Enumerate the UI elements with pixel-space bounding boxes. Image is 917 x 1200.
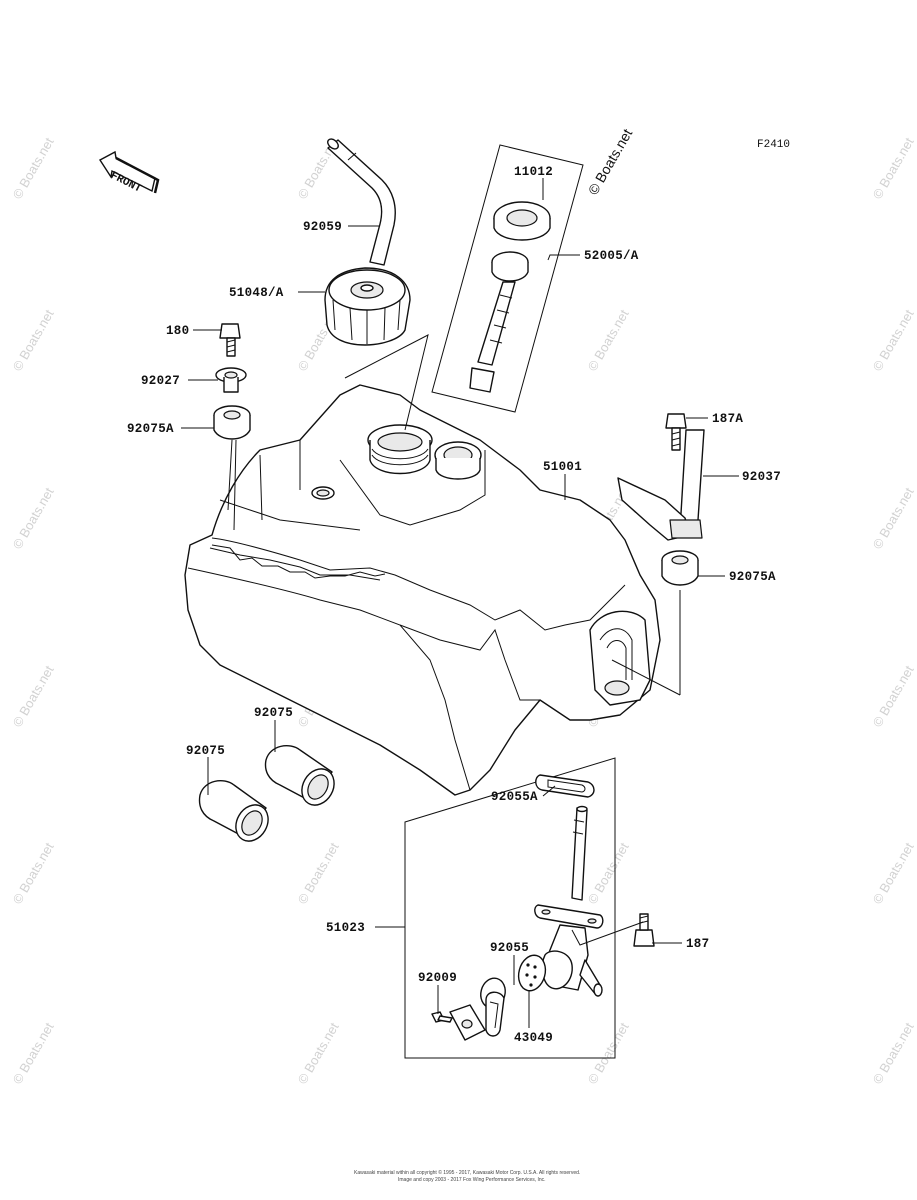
- part-label-92075-lower[interactable]: 92075: [186, 744, 225, 758]
- part-labels: 11012 52005/A 92059 51048/A 180 92027 92…: [127, 165, 781, 1045]
- watermark: © Boats.net: [10, 840, 57, 907]
- part-label-92055[interactable]: 92055: [490, 941, 529, 955]
- right-mount-hardware: [617, 413, 705, 695]
- part-label-52005a[interactable]: 52005/A: [584, 249, 639, 263]
- figure-code: F2410: [757, 139, 790, 151]
- watermark: © Boats.net: [870, 840, 917, 907]
- part-label-92059[interactable]: 92059: [303, 220, 342, 234]
- watermark: © Boats.net: [870, 663, 917, 730]
- leader-lines: [181, 178, 739, 1028]
- front-arrow-icon: FRONT: [98, 150, 160, 196]
- part-label-51023[interactable]: 51023: [326, 921, 365, 935]
- part-label-187[interactable]: 187: [686, 937, 709, 951]
- rubber-sleeves-illustration: [198, 744, 335, 842]
- part-label-92009[interactable]: 92009: [418, 971, 457, 985]
- watermark: © Boats.net: [295, 1020, 342, 1087]
- part-label-92075a-right[interactable]: 92075A: [729, 570, 776, 584]
- part-label-92055a[interactable]: 92055A: [491, 790, 538, 804]
- watermark: © Boats.net: [10, 485, 57, 552]
- part-label-92037[interactable]: 92037: [742, 470, 781, 484]
- part-label-180[interactable]: 180: [166, 324, 189, 338]
- part-label-51048a[interactable]: 51048/A: [229, 286, 284, 300]
- watermark: © Boats.net: [10, 135, 57, 202]
- watermark: © Boats.net: [295, 840, 342, 907]
- part-label-51001[interactable]: 51001: [543, 460, 582, 474]
- left-mount-hardware: [213, 323, 251, 531]
- watermark: © Boats.net: [870, 135, 917, 202]
- part-label-43049[interactable]: 43049: [514, 1031, 553, 1045]
- watermark: © Boats.net: [10, 663, 57, 730]
- watermark: © Boats.net: [585, 1020, 632, 1087]
- part-label-92027[interactable]: 92027: [141, 374, 180, 388]
- copyright-text: © Boats.net: [585, 126, 636, 198]
- watermark: © Boats.net: [870, 485, 917, 552]
- footer-line-1: Kawasaki material within all copyright ©…: [354, 1169, 580, 1176]
- watermark: © Boats.net: [585, 840, 632, 907]
- watermark: © Boats.net: [870, 1020, 917, 1087]
- watermark: © Boats.net: [585, 307, 632, 374]
- fuel-cock-group: [404, 757, 655, 1059]
- watermark: © Boats.net: [10, 1020, 57, 1087]
- footer-line-2: Image and copy 2003 - 2017 Fox Wing Perf…: [398, 1177, 546, 1183]
- filler-cap-illustration: [324, 267, 411, 346]
- watermark: © Boats.net: [870, 307, 917, 374]
- part-label-92075-upper[interactable]: 92075: [254, 706, 293, 720]
- fuel-gauge-group: [431, 144, 584, 413]
- part-label-187a[interactable]: 187A: [712, 412, 743, 426]
- part-label-92075a-left[interactable]: 92075A: [127, 422, 174, 436]
- watermark: © Boats.net: [10, 307, 57, 374]
- breather-hose-illustration: [327, 138, 396, 266]
- part-label-11012[interactable]: 11012: [514, 165, 553, 179]
- fuel-tank-illustration: [184, 384, 661, 796]
